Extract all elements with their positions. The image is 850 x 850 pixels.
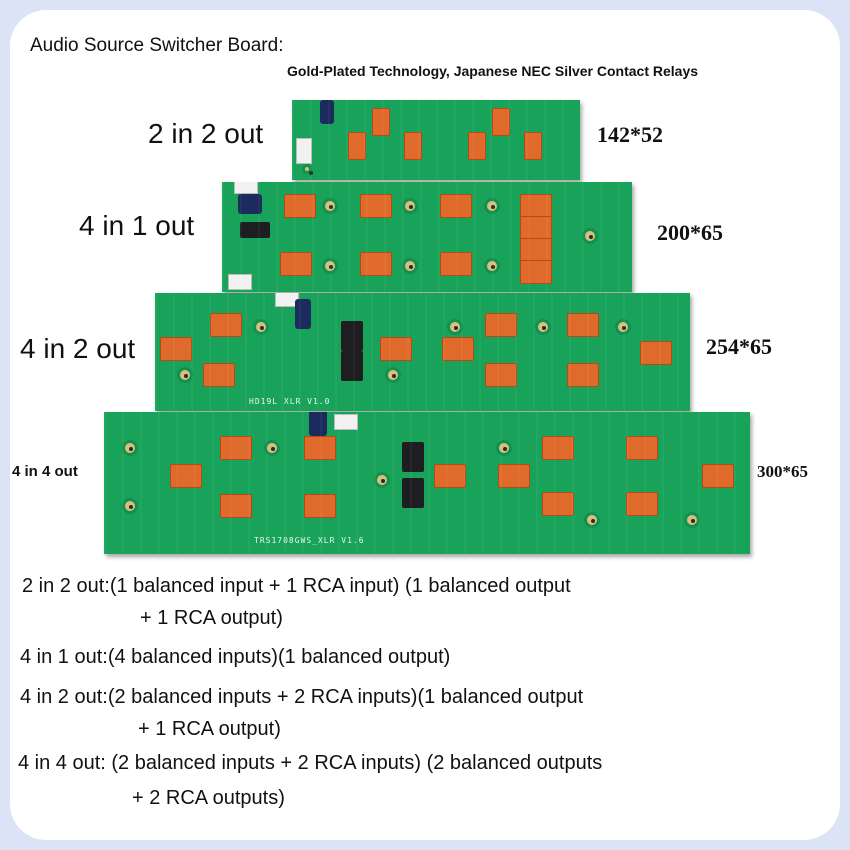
relay (170, 464, 202, 488)
relay (210, 313, 242, 337)
connector (334, 414, 358, 430)
relay (440, 194, 472, 218)
mounting-pad (374, 472, 390, 488)
relay (520, 216, 552, 240)
mounting-pad (684, 512, 700, 528)
relay (520, 260, 552, 284)
board-silkscreen: TRS1708GWS_XLR V1.6 (254, 536, 365, 545)
mounting-pad (322, 258, 338, 274)
relay (380, 337, 412, 361)
board-silkscreen: HD19L XLR V1.0 (249, 397, 331, 406)
capacitor (295, 299, 311, 329)
relay (360, 252, 392, 276)
description-2in2out-line2: + 1 RCA output) (140, 607, 283, 629)
board-dimensions-4in1out: 200*65 (657, 220, 723, 245)
relay (640, 341, 672, 365)
ic-chip (399, 478, 427, 508)
relay (492, 108, 510, 136)
mounting-pad (264, 440, 280, 456)
board-dimensions-4in2out: 254*65 (706, 334, 772, 359)
relay (485, 313, 517, 337)
relay (542, 492, 574, 516)
relay (434, 464, 466, 488)
description-4in1out-line1: 4 in 1 out:(4 balanced inputs)(1 balance… (20, 646, 451, 668)
relay (702, 464, 734, 488)
board-label-4in4out: 4 in 4 out (12, 463, 78, 480)
mounting-pad (322, 198, 338, 214)
relay (304, 494, 336, 518)
relay (360, 194, 392, 218)
board-label-4in1out: 4 in 1 out (79, 210, 195, 241)
relay (348, 132, 366, 160)
capacitor (320, 100, 334, 124)
mounting-pad (496, 440, 512, 456)
board-dimensions-4in4out: 300*65 (757, 462, 808, 481)
board-2in2out (292, 100, 580, 180)
board-4in4out: TRS1708GWS_XLR V1.6 (104, 412, 750, 554)
relay (626, 492, 658, 516)
board-4in1out (222, 182, 632, 292)
relay (442, 337, 474, 361)
relay (160, 337, 192, 361)
description-2in2out-line1: 2 in 2 out:(1 balanced input + 1 RCA inp… (22, 575, 571, 597)
ic-chip (237, 222, 273, 238)
description-4in4out-line2: + 2 RCA outputs) (132, 787, 285, 809)
mounting-pad (122, 440, 138, 456)
relay (404, 132, 422, 160)
board-label-4in2out: 4 in 2 out (20, 333, 136, 364)
description-4in4out-line1: 4 in 4 out: (2 balanced inputs + 2 RCA i… (18, 752, 603, 774)
relay (440, 252, 472, 276)
relay (220, 436, 252, 460)
relay (542, 436, 574, 460)
relay (220, 494, 252, 518)
connector (296, 138, 312, 164)
description-4in2out-line1: 4 in 2 out:(2 balanced inputs + 2 RCA in… (20, 686, 584, 708)
board-4in2out: HD19L XLR V1.0 (155, 293, 690, 411)
mounting-pad (447, 319, 463, 335)
ic-chip (399, 442, 427, 472)
ic-chip (338, 321, 366, 351)
description-4in2out-line2: + 1 RCA output) (138, 718, 281, 740)
capacitor (238, 194, 262, 214)
relay (372, 108, 390, 136)
mounting-pad (535, 319, 551, 335)
mounting-pad (402, 198, 418, 214)
relay (280, 252, 312, 276)
relay (524, 132, 542, 160)
relay (485, 363, 517, 387)
relay (626, 436, 658, 460)
page-subtitle: Gold-Plated Technology, Japanese NEC Sil… (287, 63, 699, 79)
board-label-2in2out: 2 in 2 out (148, 118, 264, 149)
mounting-pad (615, 319, 631, 335)
relay (520, 194, 552, 218)
relay (468, 132, 486, 160)
mounting-pad (177, 367, 193, 383)
mounting-pad (484, 258, 500, 274)
relay (567, 363, 599, 387)
board-dimensions-2in2out: 142*52 (597, 122, 663, 147)
ic-chip (338, 351, 366, 381)
mounting-pad (402, 258, 418, 274)
mounting-pad (385, 367, 401, 383)
relay (203, 363, 235, 387)
connector (228, 274, 252, 290)
relay (498, 464, 530, 488)
mounting-pad (484, 198, 500, 214)
page-title: Audio Source Switcher Board: (30, 35, 284, 56)
capacitor (309, 412, 327, 436)
relay (284, 194, 316, 218)
mounting-pad (302, 164, 313, 175)
mounting-pad (253, 319, 269, 335)
relay (567, 313, 599, 337)
relay (304, 436, 336, 460)
connector (234, 182, 258, 194)
relay (520, 238, 552, 262)
mounting-pad (582, 228, 598, 244)
mounting-pad (584, 512, 600, 528)
mounting-pad (122, 498, 138, 514)
